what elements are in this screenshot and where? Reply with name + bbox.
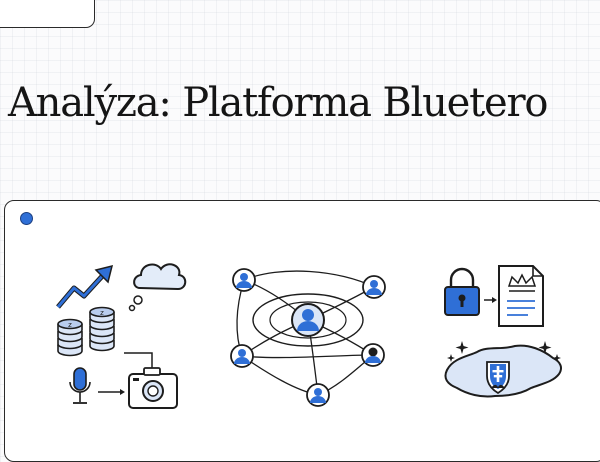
person-node-icon (232, 268, 256, 292)
network-illustration (230, 268, 386, 407)
microphone-icon (69, 367, 91, 404)
page-title: Analýza: Platforma Bluetero (8, 80, 549, 126)
top-card (0, 0, 95, 28)
person-node-icon (306, 383, 330, 407)
svg-text:z: z (100, 309, 104, 317)
person-node-icon (362, 275, 386, 299)
coin-stack-icon: z (57, 318, 83, 357)
sparkle-icon (447, 341, 561, 362)
panel-dot-icon (20, 212, 33, 225)
coin-stack-icon: z (89, 306, 115, 352)
growth-audio-photo-illustration: z z (56, 263, 187, 409)
person-node-icon (361, 343, 385, 367)
svg-text:z: z (68, 321, 72, 329)
certificate-icon (498, 265, 544, 327)
camera-icon (128, 367, 178, 409)
trend-arrow-icon (56, 264, 114, 309)
thought-cloud-icon (128, 263, 187, 312)
person-node-icon (291, 303, 325, 337)
person-node-icon (230, 344, 254, 368)
slovak-coat-of-arms-icon (486, 361, 510, 395)
rights-slovakia-illustration (444, 265, 562, 398)
padlock-icon (444, 267, 480, 316)
